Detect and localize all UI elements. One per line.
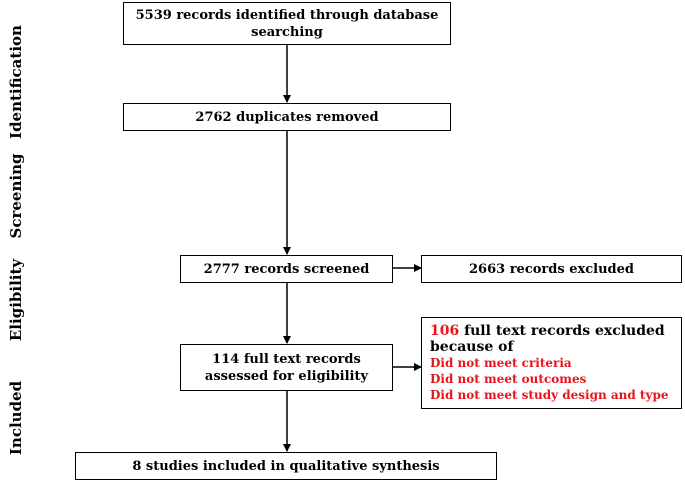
exclusion-reason: Did not meet outcomes bbox=[430, 372, 587, 386]
exclusion-reason: Did not meet study design and type bbox=[430, 388, 669, 402]
excluded-count: 106 bbox=[430, 323, 460, 339]
box-records-excluded-text: 2663 records excluded bbox=[469, 261, 634, 277]
box-records-screened: 2777 records screened bbox=[180, 255, 393, 283]
box-records-identified-line2: searching bbox=[251, 24, 323, 40]
box-duplicates-removed: 2762 duplicates removed bbox=[123, 103, 451, 131]
box-records-excluded: 2663 records excluded bbox=[421, 255, 682, 283]
box-studies-included-text: 8 studies included in qualitative synthe… bbox=[132, 458, 440, 474]
box-fulltext-excluded: 106 full text records excluded because o… bbox=[421, 317, 682, 409]
box-records-screened-text: 2777 records screened bbox=[203, 261, 370, 277]
box-fulltext-excluded-line1: 106 full text records excluded bbox=[430, 323, 665, 339]
box-fulltext-assessed-line2: assessed for eligibility bbox=[204, 368, 369, 384]
box-fulltext-excluded-line2: because of bbox=[430, 339, 514, 355]
box-duplicates-removed-text: 2762 duplicates removed bbox=[195, 109, 379, 125]
excluded-heading-rest: full text records excluded bbox=[459, 323, 665, 339]
box-records-identified: 5539 records identified through database… bbox=[123, 2, 451, 45]
box-studies-included: 8 studies included in qualitative synthe… bbox=[75, 452, 497, 480]
box-fulltext-assessed-line1: 114 full text records bbox=[212, 351, 361, 367]
box-fulltext-assessed: 114 full text records assessed for eligi… bbox=[180, 344, 393, 391]
box-records-identified-line1: 5539 records identified through database bbox=[135, 7, 439, 23]
exclusion-reason: Did not meet criteria bbox=[430, 356, 572, 370]
